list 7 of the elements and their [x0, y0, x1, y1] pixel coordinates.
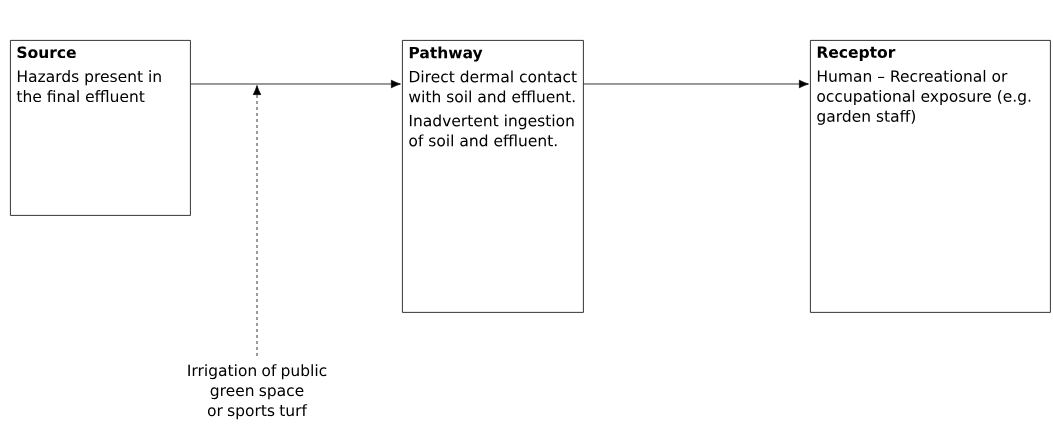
process-box: Source Hazards present in the final effluent [10, 40, 191, 216]
dashed-arrow [252, 85, 262, 357]
process-box: Pathway Direct dermal contact with soil and effluent. Inadvertent ingestion of soil and effluent. [402, 40, 584, 313]
arrow [583, 79, 809, 89]
process-box: Receptor Human – Recreational or occupational exposure (e.g. garden staff) [810, 40, 1051, 313]
arrow [190, 79, 401, 89]
note-text: Irrigation of public green space or sports turf [188, 364, 327, 420]
